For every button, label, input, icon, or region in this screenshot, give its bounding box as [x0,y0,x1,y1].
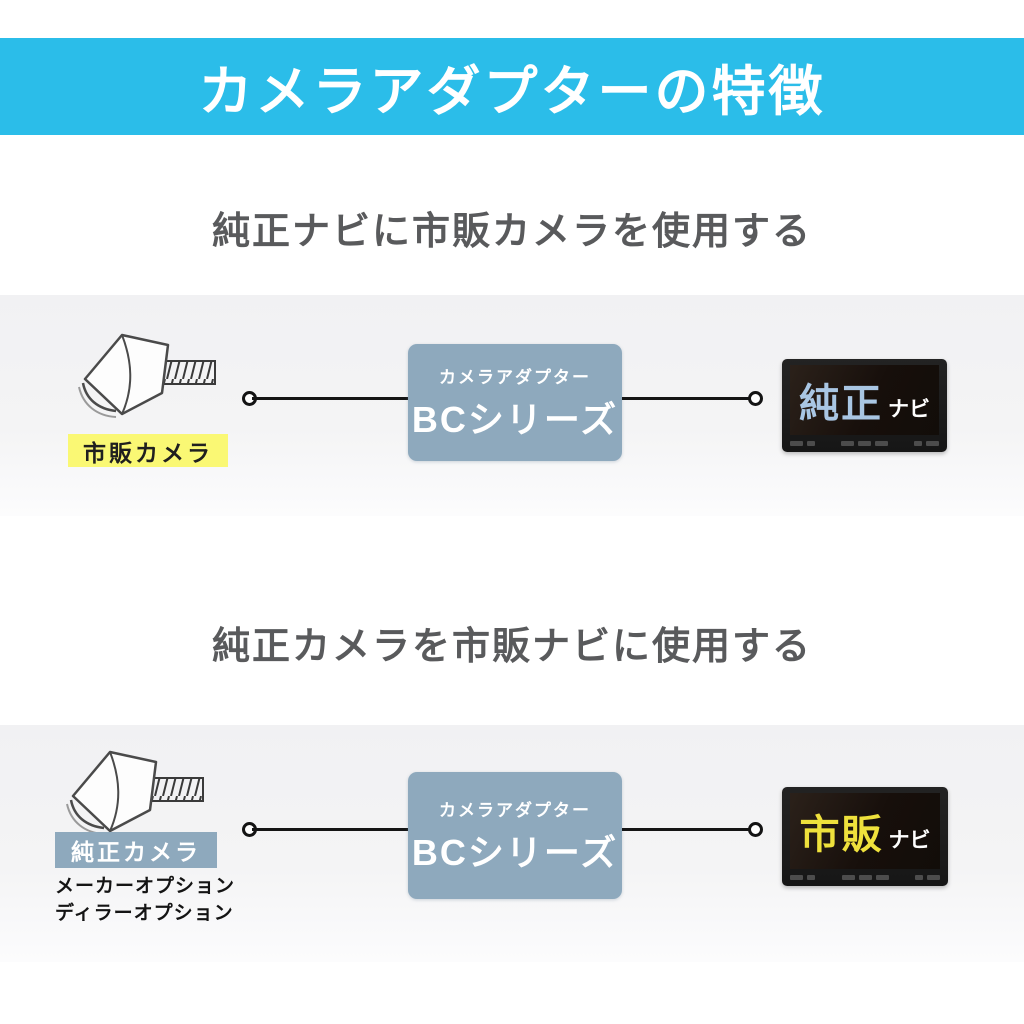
section1-diagram: 市販カメラ カメラアダプター BCシリーズ 純正 ナビ [0,295,1024,516]
monitor-main-text: 純正 [799,382,883,426]
camera-option-notes: メーカーオプション ディラーオプション [55,873,235,927]
camera-label: 純正カメラ [55,832,217,868]
navi-monitor: 純正 ナビ [782,359,947,452]
rear-camera-icon [66,750,204,835]
monitor-buttons [790,439,939,448]
monitor-screen: 純正 ナビ [790,365,939,435]
adapter-name: BCシリーズ [411,831,619,873]
section2-title: 純正カメラを市販ナビに使用する [211,626,812,668]
section2-diagram: 純正カメラ メーカーオプション ディラーオプション カメラアダプター BCシリー… [0,725,1024,962]
adapter-box: カメラアダプター BCシリーズ [408,772,622,899]
monitor-screen: 市販 ナビ [790,793,940,869]
connector-dot [748,391,763,406]
connector-line [252,828,408,831]
monitor-sub-text: ナビ [888,398,930,421]
adapter-name: BCシリーズ [411,398,619,440]
camera-label: 市販カメラ [68,434,228,467]
monitor-buttons [790,873,940,882]
navi-monitor: 市販 ナビ [782,787,948,886]
connector-line [622,828,750,831]
adapter-subtitle: カメラアダプター [439,800,591,820]
header-banner: カメラアダプターの特徴 [0,38,1024,135]
monitor-sub-text: ナビ [888,829,931,852]
connector-dot [748,822,763,837]
rear-camera-icon [78,333,216,418]
connector-line [622,397,750,400]
note-line: ディラーオプション [55,903,234,924]
connector-line [252,397,408,400]
adapter-subtitle: カメラアダプター [439,367,591,387]
monitor-main-text: 市販 [799,813,884,857]
page-title: カメラアダプターの特徴 [198,62,826,122]
adapter-box: カメラアダプター BCシリーズ [408,344,622,461]
section1-title: 純正ナビに市販カメラを使用する [211,211,812,253]
note-line: メーカーオプション [55,876,236,897]
